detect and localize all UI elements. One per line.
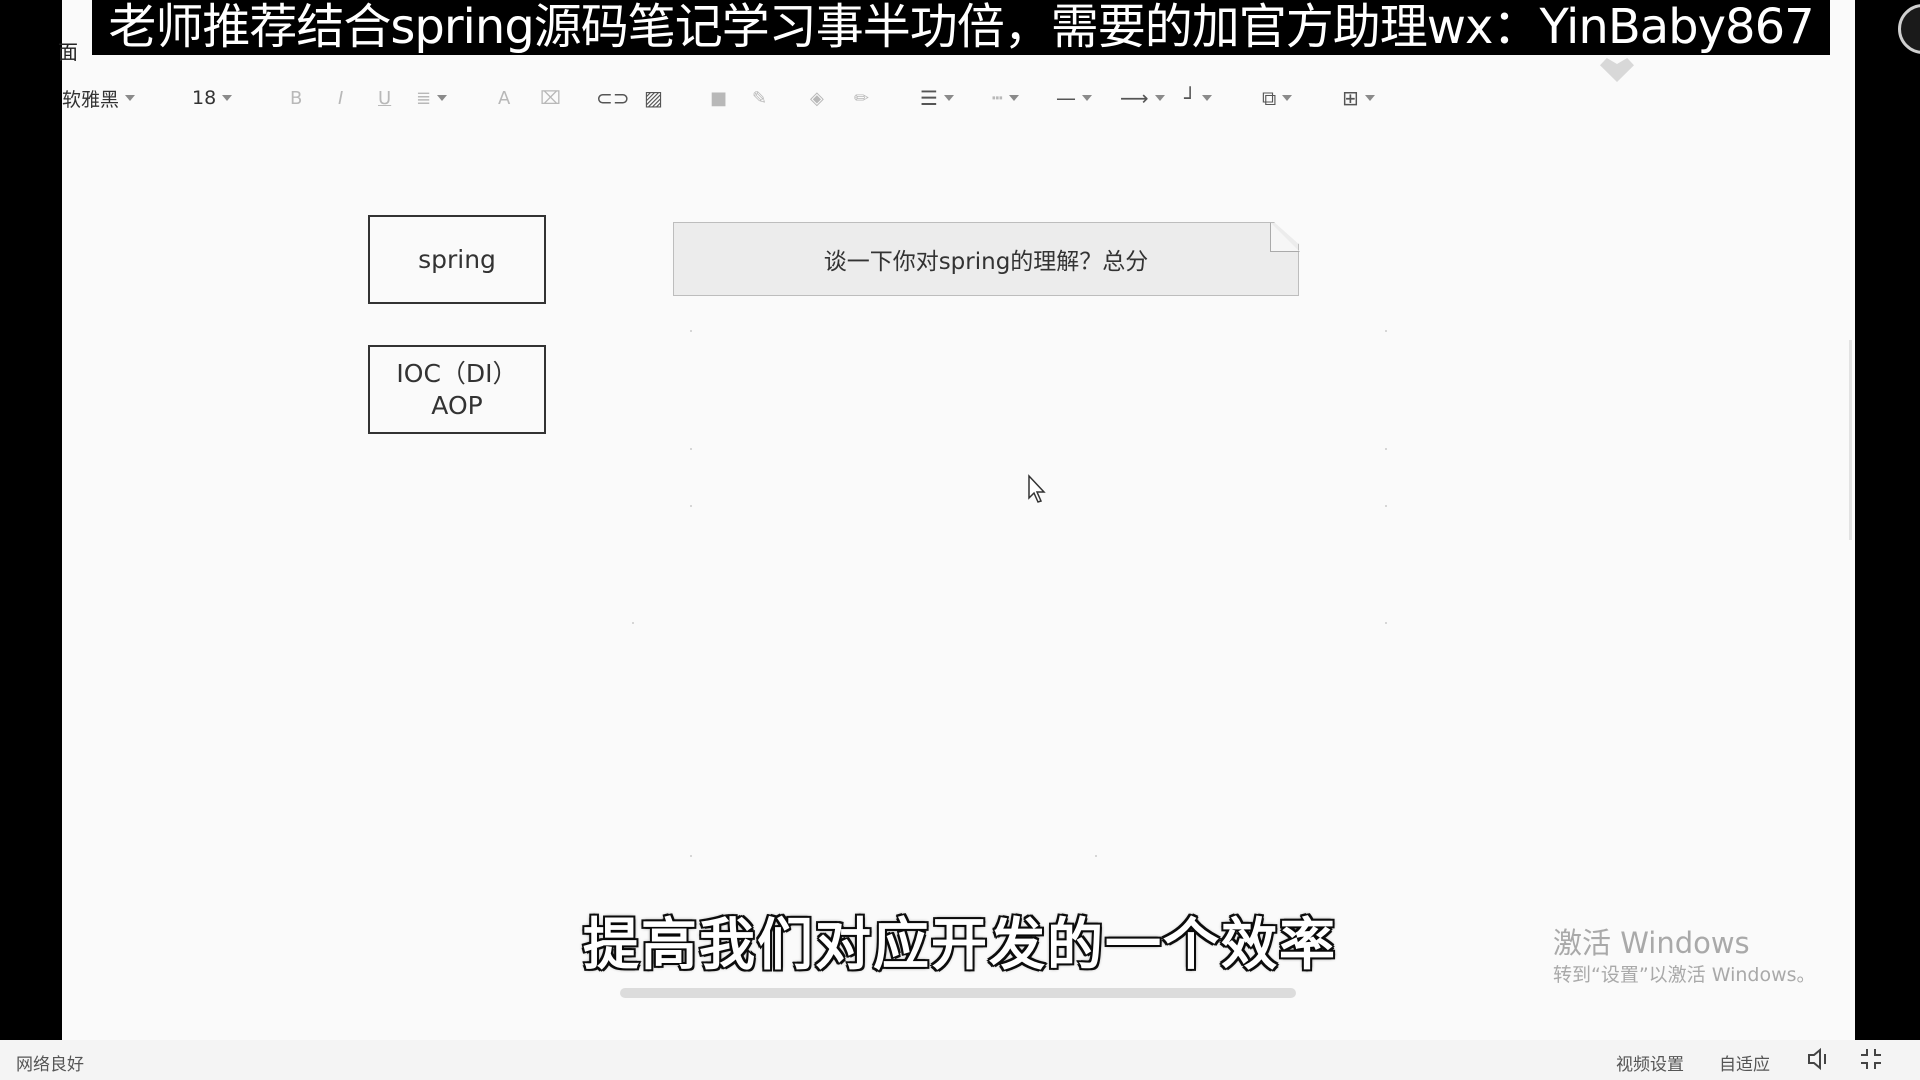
format-brush-button[interactable]: ✎ [752,80,767,116]
font-family-select[interactable]: 软雅黑 [62,80,136,116]
image-icon: ▨ [644,86,663,110]
avatar [1898,4,1920,54]
grid-dot [1095,855,1097,857]
grid-dot [690,505,692,507]
line-style-icon: — [1056,86,1076,110]
activation-title: 激活 Windows [1553,926,1750,960]
line-dash-icon: ┅ [992,87,1003,109]
grid-dot [1385,622,1387,624]
subtitle-underline [620,988,1296,998]
spring-node[interactable]: spring [368,215,546,304]
grid-dot [690,448,692,450]
ioc-node-label: IOC（DI） [396,358,518,388]
italic-button[interactable]: I [338,80,343,116]
promo-banner: 老师推荐结合spring源码笔记学习事半功倍，需要的加官方助理wx：YinBab… [92,0,1830,55]
shape-button[interactable]: ■ [710,80,727,116]
grid-dot [1385,505,1387,507]
video-settings-button[interactable]: 视频设置 [1616,1055,1684,1075]
chevron-down-icon [222,95,233,101]
fill-icon: ◈ [810,87,824,109]
grid-dot [1385,448,1387,450]
scrollbar[interactable] [1849,340,1852,540]
heart-logo-icon [1600,58,1634,82]
bold-button[interactable]: B [290,80,302,116]
left-tab-label: 面 [58,40,78,64]
chevron-down-icon [943,95,954,101]
line-weight-button[interactable]: ☰ [920,80,954,116]
chevron-down-icon [1082,95,1092,101]
font-color-icon: A [498,87,511,109]
connector-button[interactable]: ┘ [1184,80,1213,116]
adaptive-button[interactable]: 自适应 [1719,1055,1770,1075]
italic-icon: I [338,87,344,109]
arrange-button[interactable]: ⧉ [1262,80,1293,116]
font-color-button[interactable]: A [498,80,510,116]
bold-icon: B [290,87,303,109]
grid-dot [690,855,692,857]
line-weight-icon: ☰ [920,86,938,110]
clear-format-icon: ⌧ [540,87,561,109]
arrow-button[interactable]: ⟶ [1120,80,1165,116]
spring-node-label: spring [418,244,496,274]
image-button[interactable]: ▨ [644,80,663,116]
pen-icon: ✏ [854,87,870,109]
align-button[interactable]: ≣ [416,80,448,116]
arrange-icon: ⧉ [1262,86,1277,110]
chevron-down-icon [125,95,136,101]
chevron-down-icon [1008,95,1019,101]
chevron-down-icon [437,95,448,101]
underline-button[interactable]: U [378,80,391,116]
windows-activation-watermark: 激活 Windows 转到“设置”以激活 Windows。 [1553,925,1816,989]
font-family-value: 软雅黑 [62,88,120,111]
question-note[interactable]: 谈一下你对spring的理解？总分 [673,222,1299,296]
aop-node-label: AOP [431,390,483,420]
font-size-select[interactable]: 18 [192,80,233,116]
grid-dot [632,622,634,624]
mouse-cursor-icon [1028,474,1046,503]
video-subtitle: 提高我们对应开发的一个效率 [582,912,1337,980]
fill-button[interactable]: ◈ [810,80,824,116]
exit-fullscreen-icon[interactable] [1858,1046,1884,1072]
align-icon: ≣ [416,87,432,109]
chevron-down-icon [1202,95,1213,101]
table-icon: ⊞ [1342,86,1359,110]
chevron-down-icon [1154,95,1165,101]
chevron-down-icon [1364,95,1375,101]
clear-format-button[interactable]: ⌧ [540,80,561,116]
editor-toolbar: 软雅黑 18 B I U ≣ A ⌧ ⊂⊃ ▨ ■ ✎ ◈ ✏ ☰ ┅ — ⟶ … [62,80,1402,116]
line-style-button[interactable]: — [1056,80,1092,116]
link-icon: ⊂⊃ [596,86,630,110]
table-button[interactable]: ⊞ [1342,80,1375,116]
activation-hint: 转到“设置”以激活 Windows。 [1553,964,1816,986]
brand-watermark-logo [1600,52,1810,88]
ioc-aop-node[interactable]: IOC（DI） AOP [368,345,546,434]
shape-icon: ■ [710,87,728,109]
volume-icon[interactable] [1806,1046,1832,1072]
format-brush-icon: ✎ [752,87,768,109]
underline-icon: U [378,87,392,109]
font-size-value: 18 [192,87,217,109]
grid-dot [690,330,692,332]
arrow-icon: ⟶ [1120,86,1149,110]
pen-button[interactable]: ✏ [854,80,869,116]
link-button[interactable]: ⊂⊃ [596,80,630,116]
player-control-bar: 网络良好 视频设置 自适应 [0,1040,1920,1080]
line-dash-button[interactable]: ┅ [992,80,1019,116]
chevron-down-icon [1282,95,1293,101]
grid-dot [1385,330,1387,332]
diagram-editor [62,0,1855,1040]
network-status: 网络良好 [16,1055,84,1075]
connector-icon: ┘ [1184,86,1197,110]
question-note-text: 谈一下你对spring的理解？总分 [823,249,1149,275]
